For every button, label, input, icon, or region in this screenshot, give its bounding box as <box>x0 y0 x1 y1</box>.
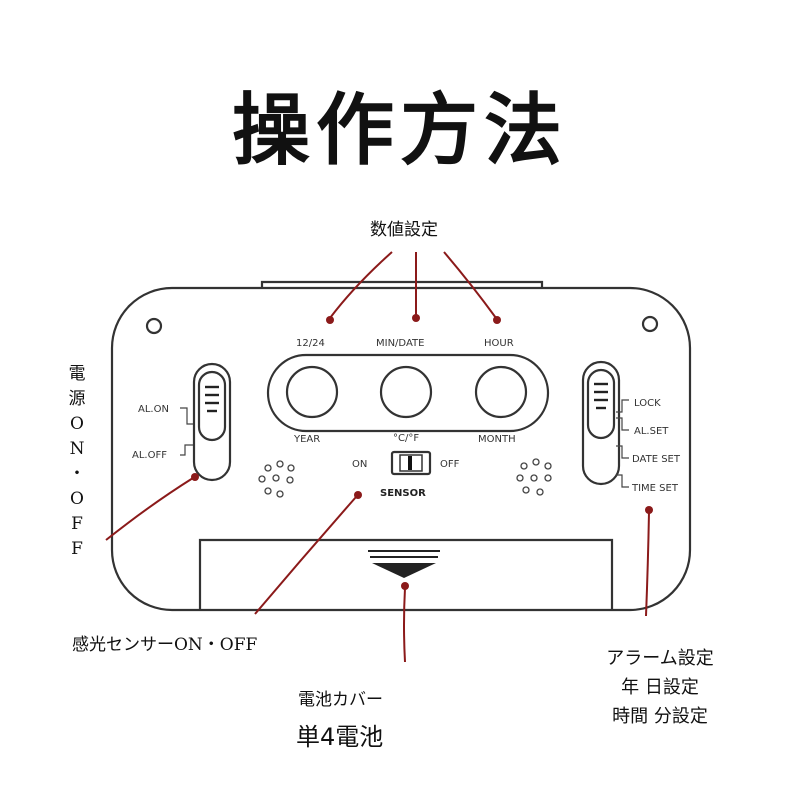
label-sensor-on: ON <box>352 459 367 470</box>
callout-line-sensor <box>254 496 357 615</box>
power-char: ・ <box>68 464 86 484</box>
alarm-line: 年 日設定 <box>621 677 699 698</box>
screw-hole-right <box>641 315 659 333</box>
alarm-line: アラーム設定 <box>606 648 714 669</box>
right-slider-track <box>581 360 621 486</box>
label-lock: LOCK <box>634 398 661 409</box>
screw-hole-left <box>145 317 163 335</box>
label-year: YEAR <box>293 434 320 445</box>
label-al-on: AL.ON <box>138 404 169 415</box>
callout-dot <box>191 473 199 481</box>
button-panel <box>266 353 550 433</box>
power-char: 電 <box>68 364 86 384</box>
power-char: F <box>71 514 83 534</box>
label-al-set: AL.SET <box>634 426 669 437</box>
right-slider-knob <box>586 368 616 440</box>
label-al-off: AL.OFF <box>132 450 167 461</box>
page-title: 操作方法 <box>231 85 568 176</box>
callout-dot <box>645 506 653 514</box>
button-hour <box>474 365 528 419</box>
power-char: O <box>70 489 84 509</box>
battery-type-label: 単4電池 <box>296 723 384 751</box>
device-top-tab <box>260 280 544 290</box>
callout-line-battery <box>403 587 406 663</box>
callout-line-12-24 <box>329 251 393 319</box>
power-char: O <box>70 414 84 434</box>
power-on-off-label: 電 源 O N ・ O F F <box>62 362 92 562</box>
callout-line-power <box>105 477 194 541</box>
label-sensor-off: OFF <box>440 459 460 470</box>
battery-cover <box>198 538 614 610</box>
label-month: MONTH <box>478 434 516 445</box>
label-sensor: SENSOR <box>380 488 426 499</box>
battery-cover-label: 電池カバー <box>298 690 383 710</box>
button-12-24 <box>285 365 339 419</box>
value-setting-label: 数値設定 <box>370 220 438 240</box>
label-hour: HOUR <box>484 338 514 349</box>
device-body <box>110 286 692 612</box>
power-char: N <box>69 439 85 459</box>
callout-dot <box>493 316 501 324</box>
callout-line-alarm <box>645 511 650 617</box>
label-min-date: MIN/DATE <box>376 338 424 349</box>
left-slider-knob <box>197 370 227 442</box>
alarm-line: 時間 分設定 <box>612 706 708 727</box>
label-12-24: 12/24 <box>296 338 325 349</box>
callout-line-hour <box>443 251 497 319</box>
callout-dot <box>354 491 362 499</box>
battery-cover-arrow-icon <box>368 550 440 578</box>
label-time-set: TIME SET <box>631 483 679 494</box>
left-slider-track <box>192 362 232 482</box>
sensor-switch-frame <box>390 450 432 476</box>
sensor-switch-label: 感光センサーON・OFF <box>72 635 258 655</box>
callout-dot <box>412 314 420 322</box>
alarm-settings-label: アラーム設定 年 日設定 時間 分設定 <box>580 644 740 731</box>
label-date-set: DATE SET <box>632 454 681 465</box>
power-char: F <box>71 539 83 559</box>
power-char: 源 <box>68 389 86 409</box>
sensor-switch-handle <box>408 456 412 470</box>
button-min-date <box>379 365 433 419</box>
callout-dot <box>326 316 334 324</box>
label-c-f: °C/°F <box>393 433 419 444</box>
callout-dot <box>401 582 409 590</box>
